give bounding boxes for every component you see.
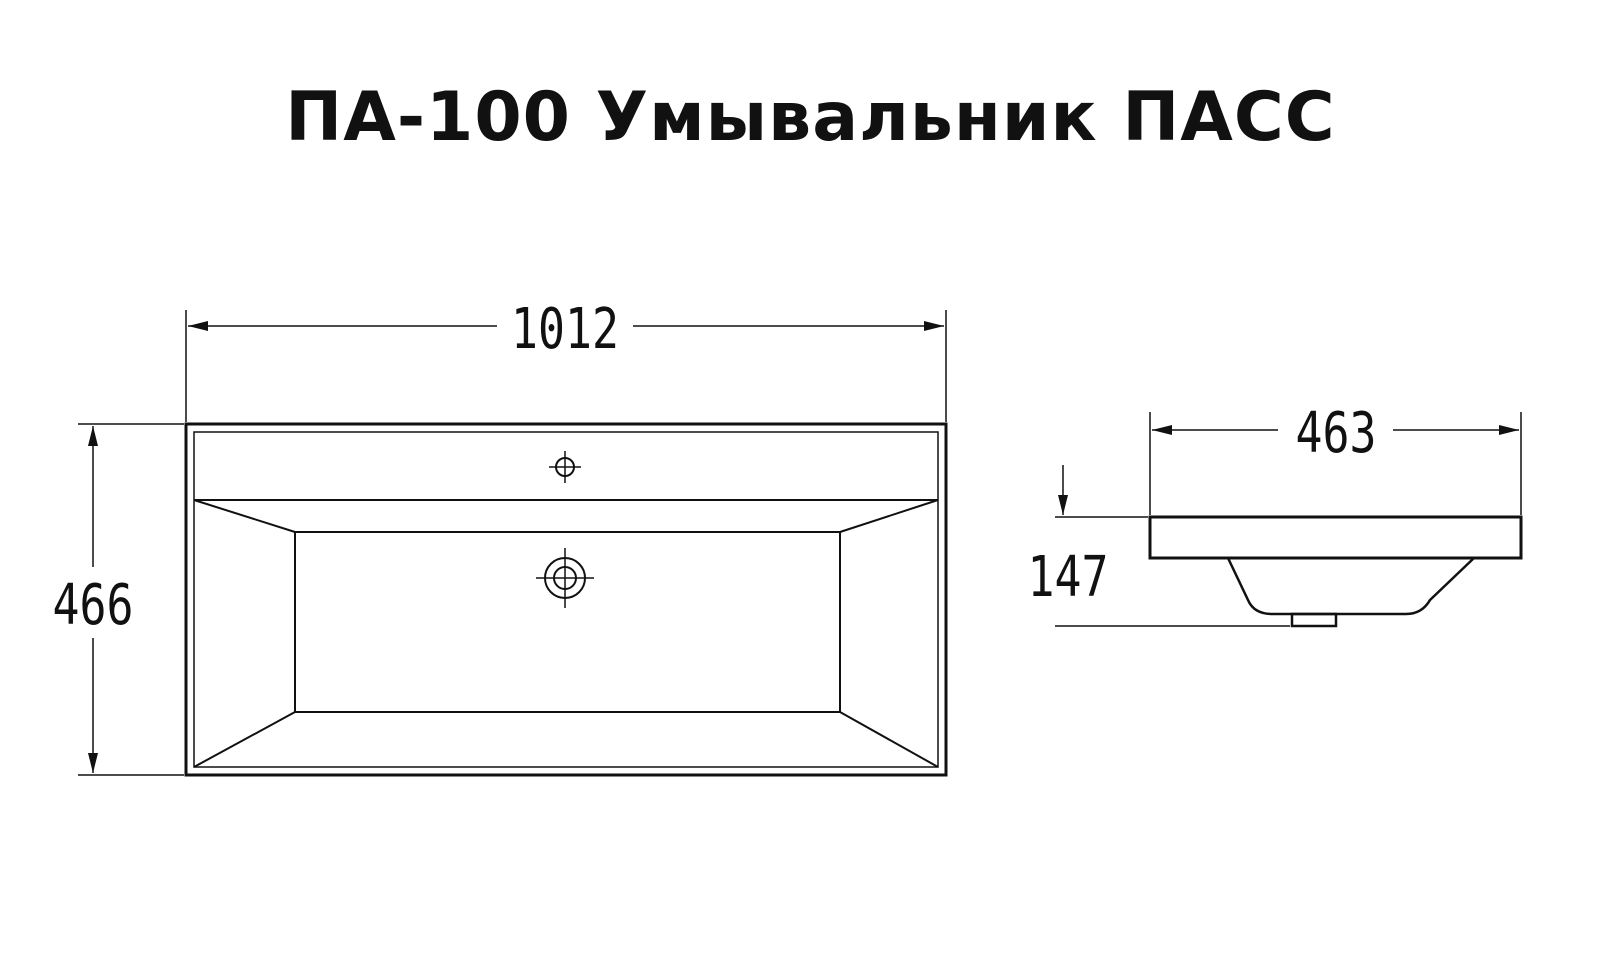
bowl-slope-br	[839, 711, 939, 768]
bowl-slope-tr	[839, 499, 939, 533]
height-value: 147	[1028, 544, 1109, 609]
side-top-slab	[1148, 515, 1523, 560]
depth-dimension: 466	[53, 423, 184, 776]
side-bowl-profile	[1226, 557, 1475, 616]
basin-inner-rim	[193, 431, 939, 768]
basin-outer-outline	[184, 422, 948, 777]
faucet-hole-icon	[549, 451, 581, 483]
bowl-slope-bl	[193, 711, 296, 768]
bowl-bottom	[294, 531, 841, 713]
drain-hole-icon	[536, 548, 594, 608]
depth-value: 466	[53, 572, 134, 637]
width-value: 1012	[511, 296, 619, 361]
top-view: 1012 466	[53, 296, 948, 777]
side-view: 463 147	[1028, 400, 1523, 628]
drawing-title: ПА-100 Умывальник ПАСС	[285, 78, 1336, 157]
bowl-slope-tl	[193, 499, 296, 533]
height-dimension: 147	[1028, 465, 1290, 627]
side-depth-dimension: 463	[1149, 400, 1522, 515]
side-drain-stub	[1290, 612, 1338, 628]
width-dimension: 1012	[185, 296, 947, 422]
side-depth-value: 463	[1296, 400, 1377, 465]
